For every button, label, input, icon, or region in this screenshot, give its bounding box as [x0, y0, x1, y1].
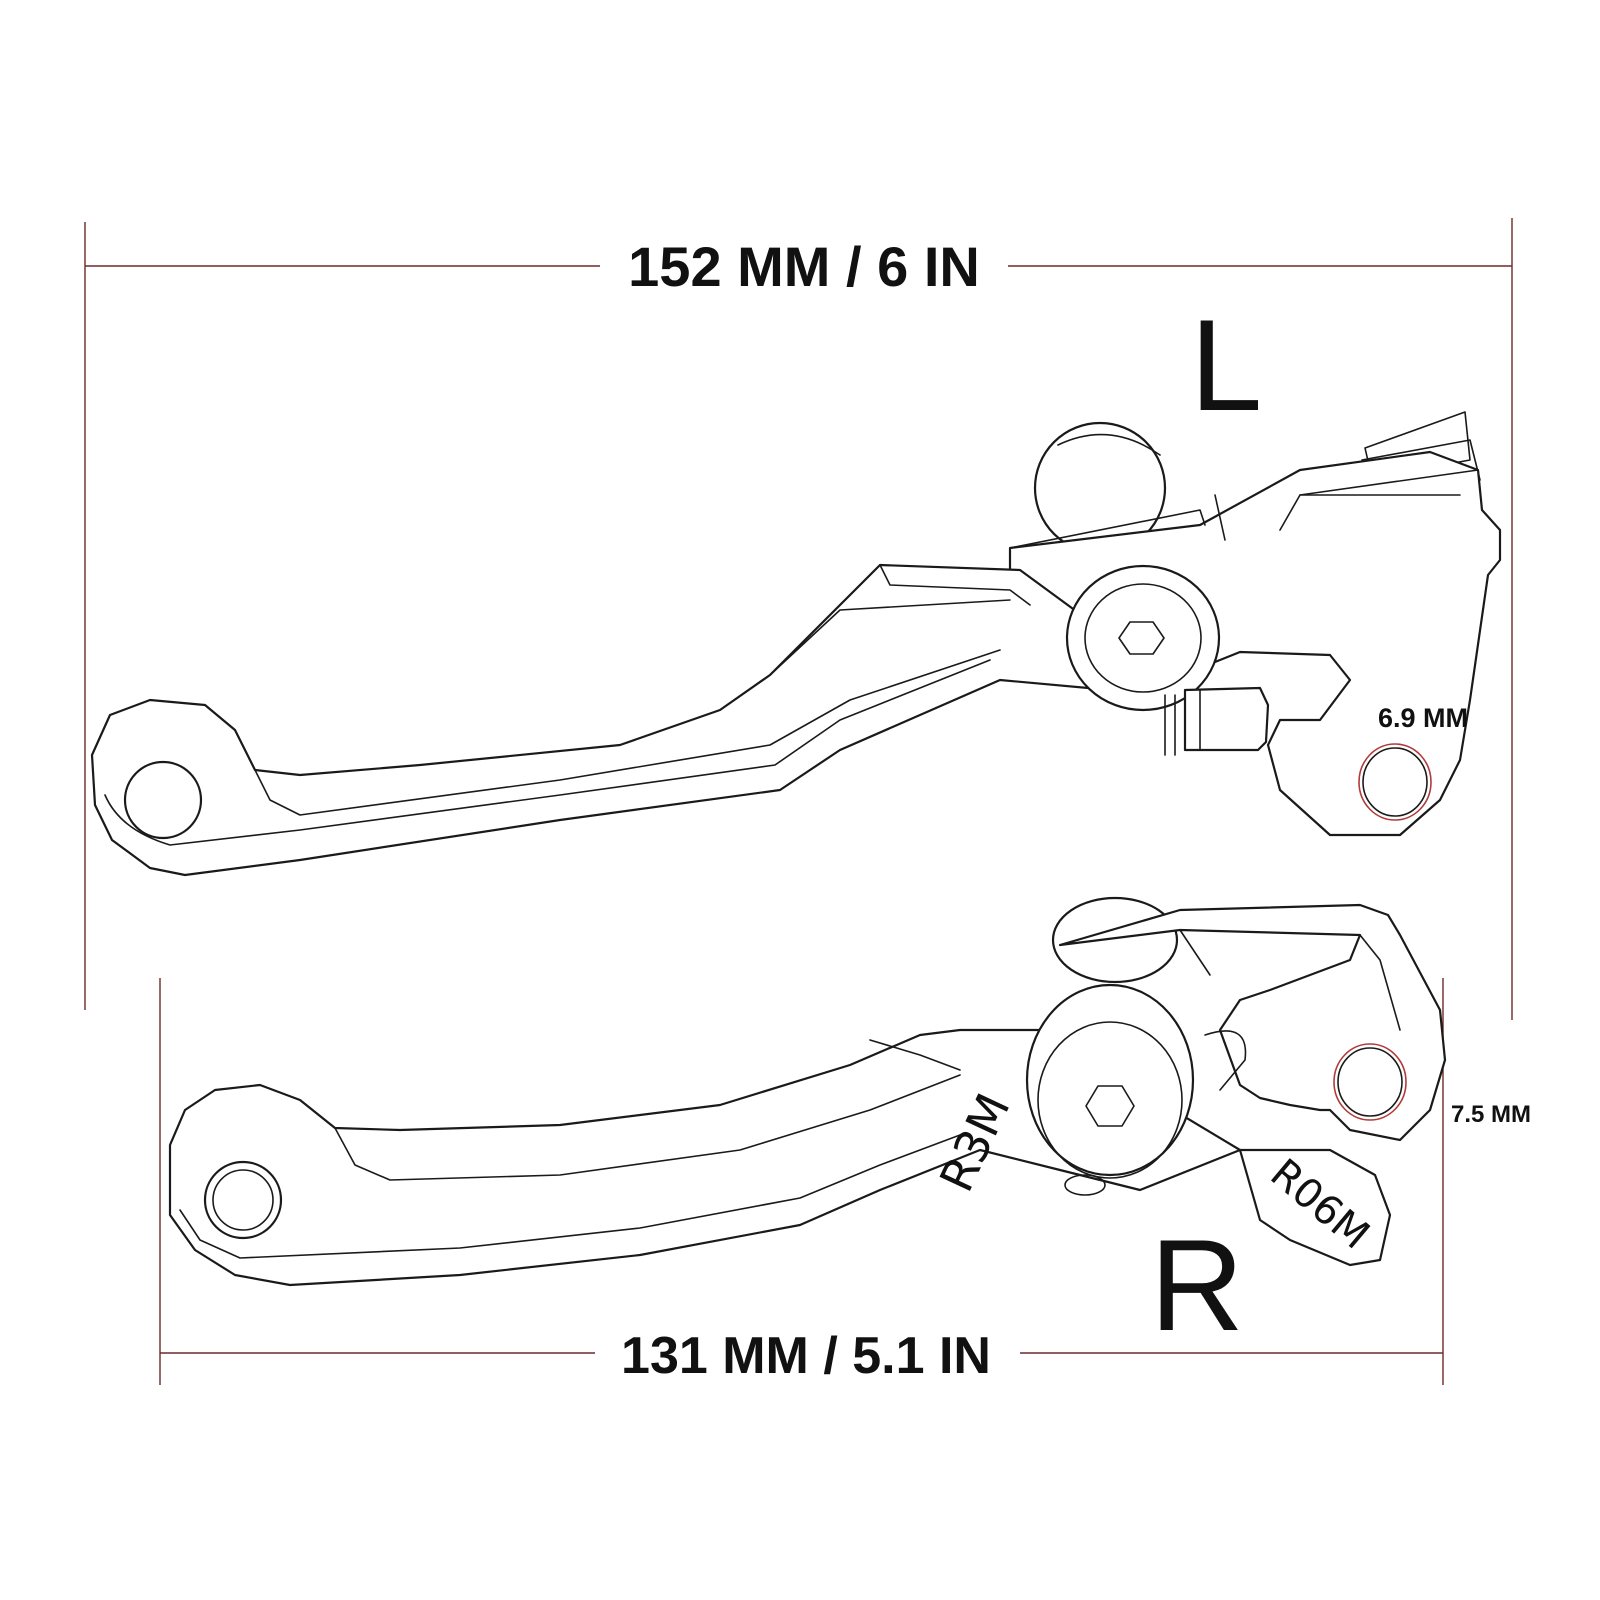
top-width-label: 152 MM / 6 IN: [628, 235, 980, 298]
right-hole-label: 7.5 MM: [1451, 1101, 1531, 1128]
bottom-width-label: 131 MM / 5.1 IN: [621, 1327, 991, 1385]
top-dimension: 152 MM / 6 IN: [84, 218, 1513, 1020]
right-hole-ring: [1333, 1043, 1407, 1121]
left-hole-label: 6.9 MM: [1378, 703, 1468, 733]
left-lever-drawing: [90, 411, 1502, 877]
right-lever-label: R: [1150, 1212, 1244, 1358]
left-hole-ring: [1358, 743, 1432, 821]
left-lever-label: L: [1190, 292, 1262, 438]
bottom-dimension: 131 MM / 5.1 IN: [159, 978, 1444, 1385]
right-lever-drawing: [168, 896, 1447, 1287]
